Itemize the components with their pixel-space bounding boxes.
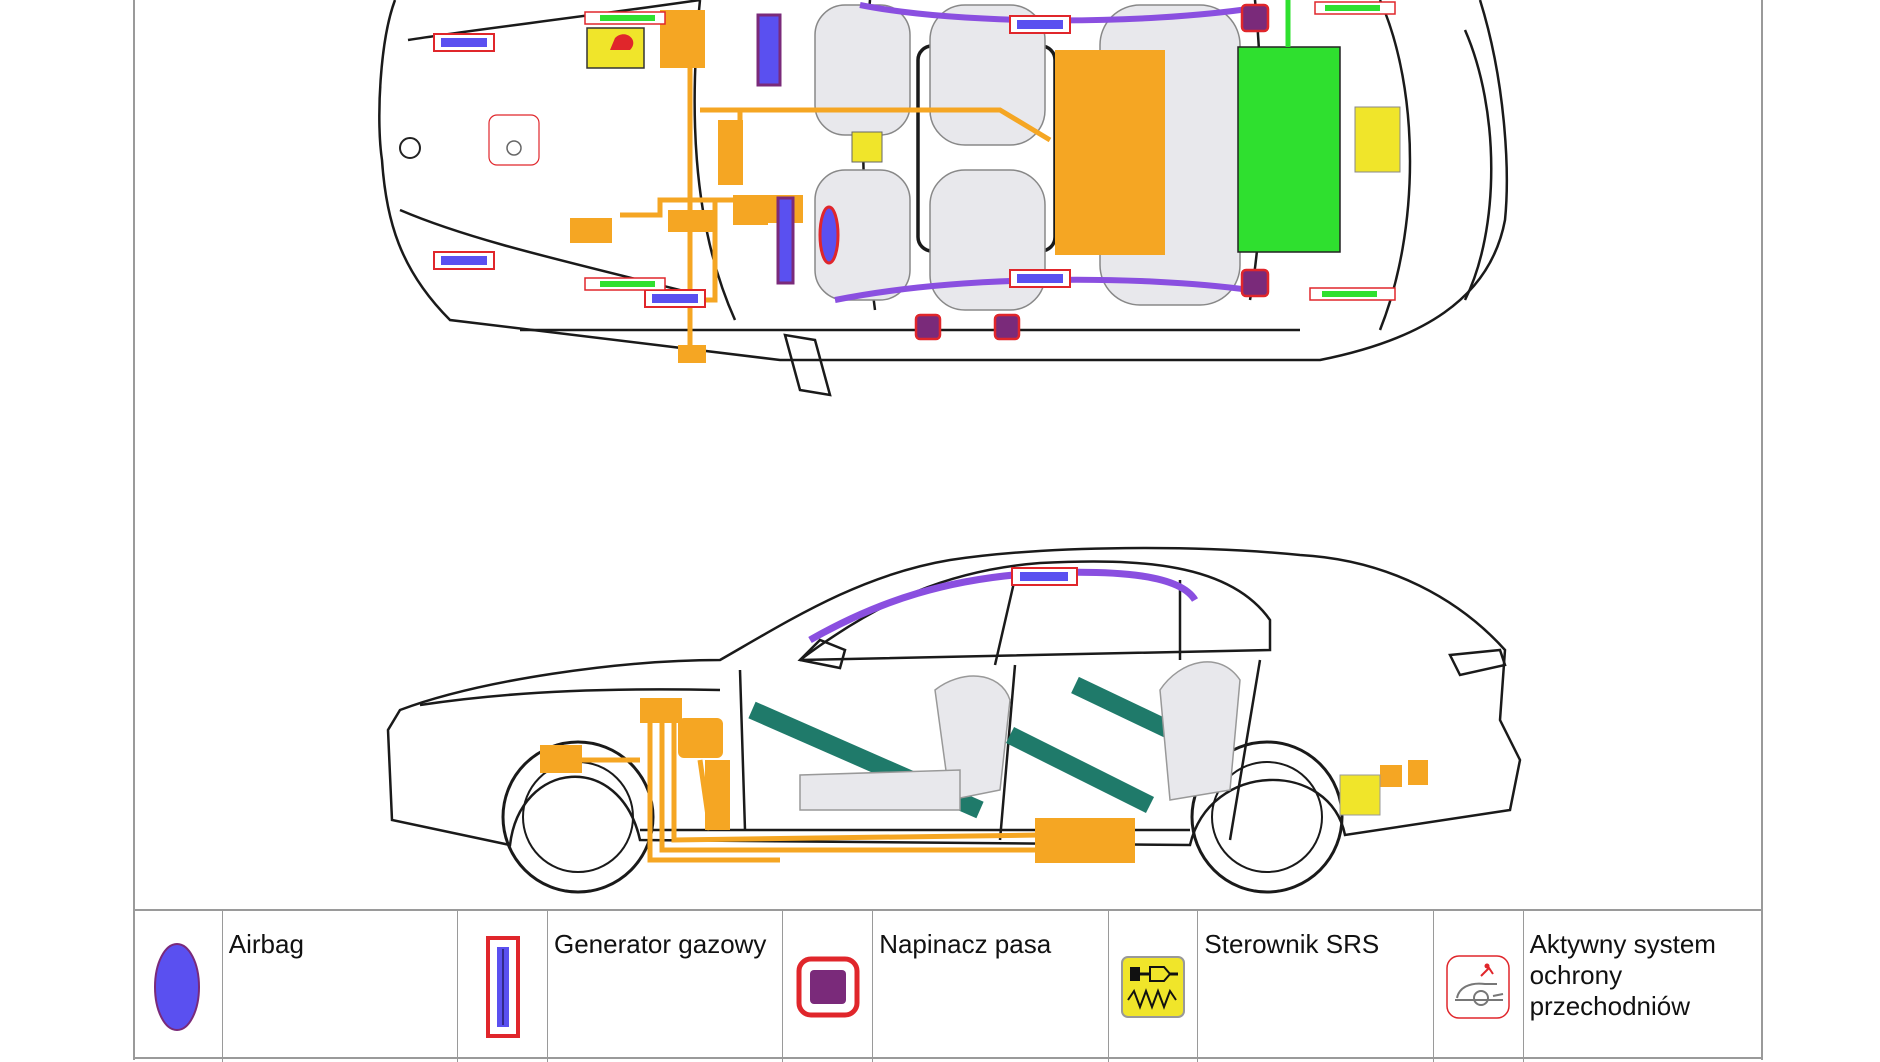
side-door-line-rear bbox=[1228, 659, 1262, 841]
seats-side bbox=[799, 661, 1241, 811]
orange-modules-top bbox=[570, 10, 1165, 363]
legend-icon-cell-gas-generator bbox=[458, 911, 548, 1062]
cables-side-view bbox=[540, 720, 1050, 863]
side-mirror bbox=[797, 638, 847, 670]
top-body-outline bbox=[378, 0, 1508, 362]
front-wheel bbox=[501, 740, 655, 894]
top-mirror bbox=[783, 333, 832, 397]
airbag-icon bbox=[154, 942, 201, 1031]
side-door-line-front bbox=[738, 669, 747, 831]
yellow-sensor-rear bbox=[1354, 106, 1401, 173]
legend-icon-cell-airbag bbox=[133, 911, 223, 1062]
pedestrian-protection-top bbox=[488, 114, 540, 166]
car-side-view bbox=[386, 546, 1522, 894]
side-b-pillar bbox=[993, 577, 1017, 666]
legend-icon-cell-belt-tensioner bbox=[783, 911, 874, 1062]
legend-label-pedestrian-protection: Aktywny system ochrony przechodniów bbox=[1529, 929, 1716, 1021]
pedestrian-protection-icon bbox=[1446, 954, 1510, 1019]
belt-tensioners-top bbox=[914, 3, 1270, 341]
srs-controller-icon bbox=[1121, 955, 1185, 1018]
legend-label-srs-controller: Sterownik SRS bbox=[1198, 911, 1434, 1062]
legend-label-gas-generator: Generator gazowy bbox=[548, 911, 784, 1062]
legend-label-airbag: Airbag bbox=[223, 911, 459, 1062]
rear-wheel bbox=[1190, 740, 1344, 894]
gas-generators-top bbox=[433, 1, 1396, 308]
belt-tensioner-icon bbox=[796, 956, 860, 1017]
side-body-outline bbox=[386, 546, 1522, 847]
side-door-line-mid bbox=[998, 664, 1017, 841]
logo-badge bbox=[399, 137, 422, 159]
gas-generator-icon bbox=[485, 935, 520, 1038]
srs-unit-side bbox=[1339, 774, 1381, 816]
page-frame bbox=[133, 0, 1763, 1060]
side-spoiler bbox=[1448, 648, 1507, 677]
rescue-sheet-diagram bbox=[378, 0, 1522, 894]
legend: Airbag Generator gazowy Napinacz pasa St… bbox=[133, 909, 1763, 1062]
side-hood-line bbox=[419, 688, 721, 707]
warning-label-top bbox=[586, 27, 645, 69]
legend-icon-cell-srs-controller bbox=[1109, 911, 1199, 1062]
bottom-border bbox=[133, 1057, 1763, 1059]
battery-block bbox=[1237, 46, 1341, 253]
orange-modules-side bbox=[540, 698, 1428, 863]
legend-icon-cell-pedestrian-protection bbox=[1434, 911, 1524, 1062]
legend-label-belt-tensioner: Napinacz pasa bbox=[873, 911, 1109, 1062]
srs-unit-top bbox=[851, 131, 883, 163]
airbags-top bbox=[756, 13, 840, 285]
top-rear-bumper bbox=[1463, 29, 1493, 301]
